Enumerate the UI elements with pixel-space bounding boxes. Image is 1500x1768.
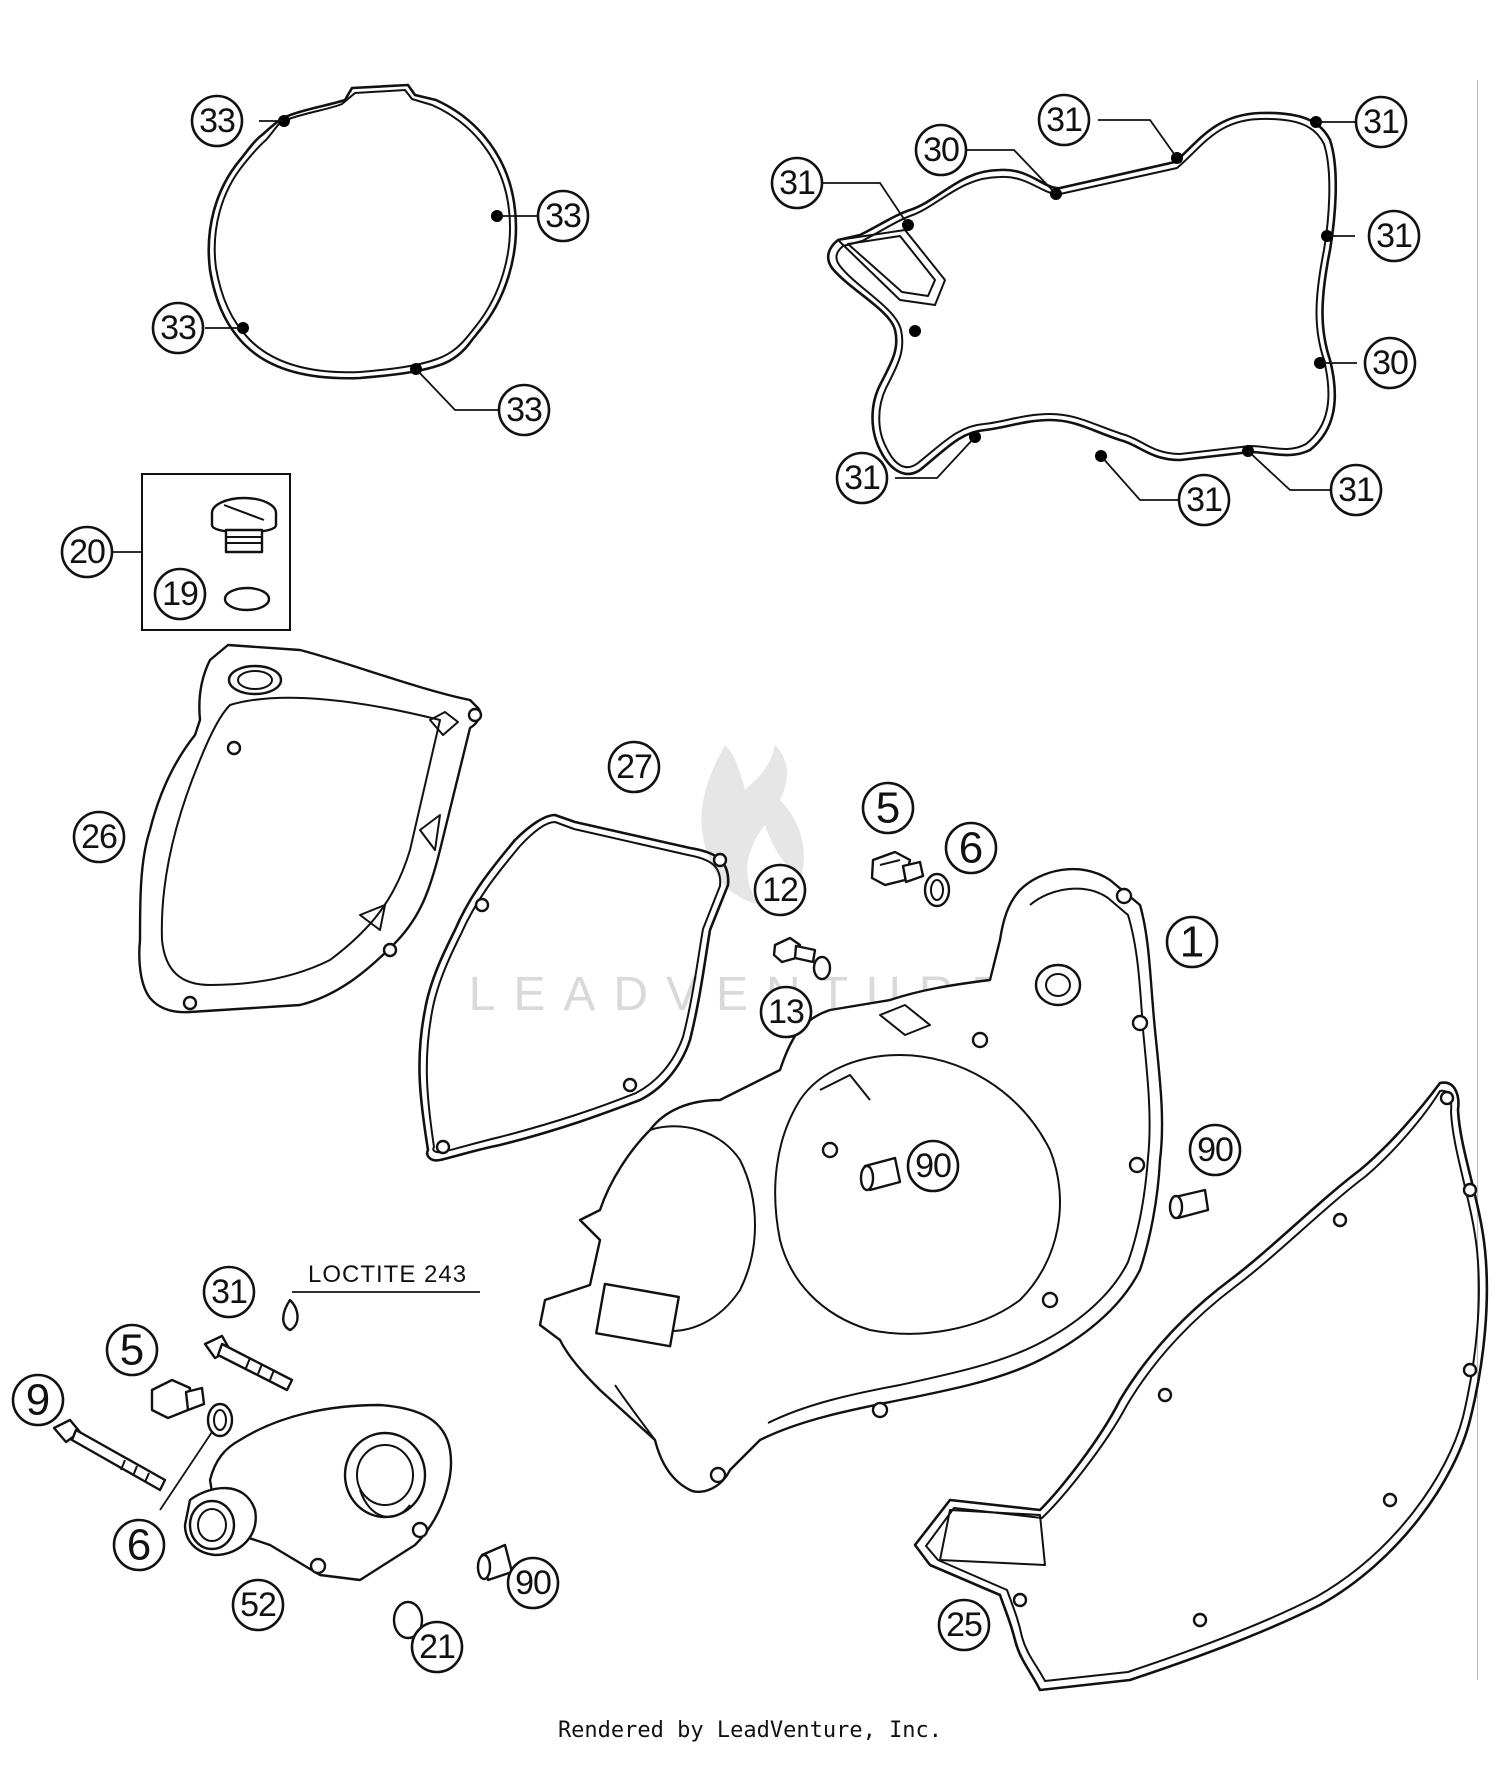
- callout-33-label: 33: [160, 309, 196, 347]
- callout-31-f: 31: [1177, 473, 1231, 527]
- callout-20-label: 20: [69, 533, 105, 571]
- water-pump-cover: [183, 1403, 453, 1582]
- seal-ring-6: [923, 872, 951, 908]
- flame-logo-icon: [701, 745, 804, 905]
- callout-26: 26: [72, 810, 126, 864]
- callout-19: 19: [153, 567, 207, 621]
- callout-31-a: 31: [770, 156, 824, 210]
- callout-30-label: 30: [1372, 344, 1408, 382]
- callout-90-right: 90: [1188, 1123, 1242, 1177]
- drain-plug-5: [870, 850, 925, 887]
- callout-27-label: 27: [616, 748, 652, 786]
- callout-90-label: 90: [515, 1564, 551, 1602]
- loctite-note: LOCTITE 243: [308, 1261, 467, 1288]
- callout-31-d: 31: [1367, 209, 1421, 263]
- shaft-hole: [1034, 963, 1082, 1007]
- plug-kit-box: [113, 473, 291, 631]
- callout-31-bottom: 31: [202, 1265, 256, 1319]
- callout-33-label: 33: [506, 391, 542, 429]
- callout-31-b: 31: [1037, 93, 1091, 147]
- callout-27: 27: [607, 740, 661, 794]
- o-ring-21: [392, 1600, 424, 1640]
- callout-1-label: 1: [1180, 918, 1204, 967]
- callout-6-label: 6: [127, 1521, 151, 1570]
- callout-31-label: 31: [779, 164, 815, 202]
- callout-31-e: 31: [835, 451, 889, 505]
- callout-33-right: 33: [536, 189, 590, 243]
- callout-21: 21: [410, 1620, 464, 1674]
- callout-31-label: 31: [1363, 103, 1399, 141]
- callout-30-a: 30: [914, 123, 968, 177]
- dowel-sleeve-90a: [859, 1156, 902, 1192]
- callout-90-label: 90: [1197, 1131, 1233, 1169]
- page-edge-line: [1477, 80, 1478, 1680]
- callout-25-label: 25: [946, 1606, 982, 1644]
- callout-52: 52: [231, 1578, 285, 1632]
- bolt-9: [52, 1418, 167, 1492]
- callout-31-g: 31: [1329, 463, 1383, 517]
- bolt-31: [203, 1334, 294, 1392]
- callout-1: 1: [1165, 915, 1219, 969]
- callout-12-label: 12: [762, 871, 798, 909]
- callout-33-label: 33: [545, 197, 581, 235]
- fill-hole: [227, 664, 283, 696]
- footer-credit: Rendered by LeadVenture, Inc.: [557, 1718, 943, 1743]
- dowel-sleeve-90b: [1168, 1188, 1210, 1220]
- clutch-cover-gasket-27: [418, 813, 730, 1162]
- callout-52-label: 52: [240, 1586, 276, 1624]
- screw-plug-icon: [210, 496, 278, 554]
- callout-31-label: 31: [844, 459, 880, 497]
- outer-clutch-cover: [138, 643, 483, 1014]
- callout-31-label: 31: [1046, 101, 1082, 139]
- callout-33-left: 33: [151, 301, 205, 355]
- callout-31-label: 31: [1376, 217, 1412, 255]
- callout-90-label: 90: [915, 1147, 951, 1185]
- callout-21-label: 21: [419, 1628, 455, 1666]
- o-ring-icon: [223, 586, 271, 612]
- dowel-sleeve-90c: [476, 1543, 514, 1582]
- clutch-cover-gasket-25: [913, 1081, 1489, 1692]
- callout-90-middle: 90: [906, 1139, 960, 1193]
- callout-25: 25: [937, 1598, 991, 1652]
- callout-6-label: 6: [959, 824, 983, 873]
- loctite-drop-icon: [282, 1298, 299, 1332]
- callout-9-label: 9: [26, 1376, 50, 1425]
- callout-26-label: 26: [81, 818, 117, 856]
- callout-30-label: 30: [923, 131, 959, 169]
- callout-13: 13: [759, 985, 813, 1039]
- callout-31-label: 31: [1338, 471, 1374, 509]
- callout-6-top: 6: [944, 821, 998, 875]
- callout-31-label: 31: [211, 1273, 247, 1311]
- callout-30-b: 30: [1363, 336, 1417, 390]
- callout-19-label: 19: [162, 575, 198, 613]
- callout-5-bottom: 5: [105, 1323, 159, 1377]
- callout-31-c: 31: [1354, 95, 1408, 149]
- bolt-12: [772, 936, 817, 964]
- washer-13: [812, 955, 832, 981]
- callout-9: 9: [11, 1373, 65, 1427]
- ignition-cover-gasket: [205, 83, 538, 411]
- callout-5-top: 5: [861, 781, 915, 835]
- callout-33-top: 33: [190, 94, 244, 148]
- callout-20: 20: [60, 525, 114, 579]
- callout-5-label: 5: [876, 784, 900, 833]
- callout-5-label: 5: [120, 1326, 144, 1375]
- callout-31-label: 31: [1186, 481, 1222, 519]
- callout-90-bottom: 90: [506, 1556, 560, 1610]
- drain-plug-5b: [150, 1378, 206, 1420]
- callout-13-label: 13: [768, 993, 804, 1031]
- callout-12: 12: [753, 863, 807, 917]
- clutch-cover-gasket: [823, 111, 1357, 501]
- callout-33-label: 33: [199, 102, 235, 140]
- seal-ring-6b: [206, 1402, 234, 1438]
- inner-clutch-cover: [538, 867, 1164, 1493]
- callout-33-bottom: 33: [497, 383, 551, 437]
- callout-6-bottom: 6: [112, 1518, 166, 1572]
